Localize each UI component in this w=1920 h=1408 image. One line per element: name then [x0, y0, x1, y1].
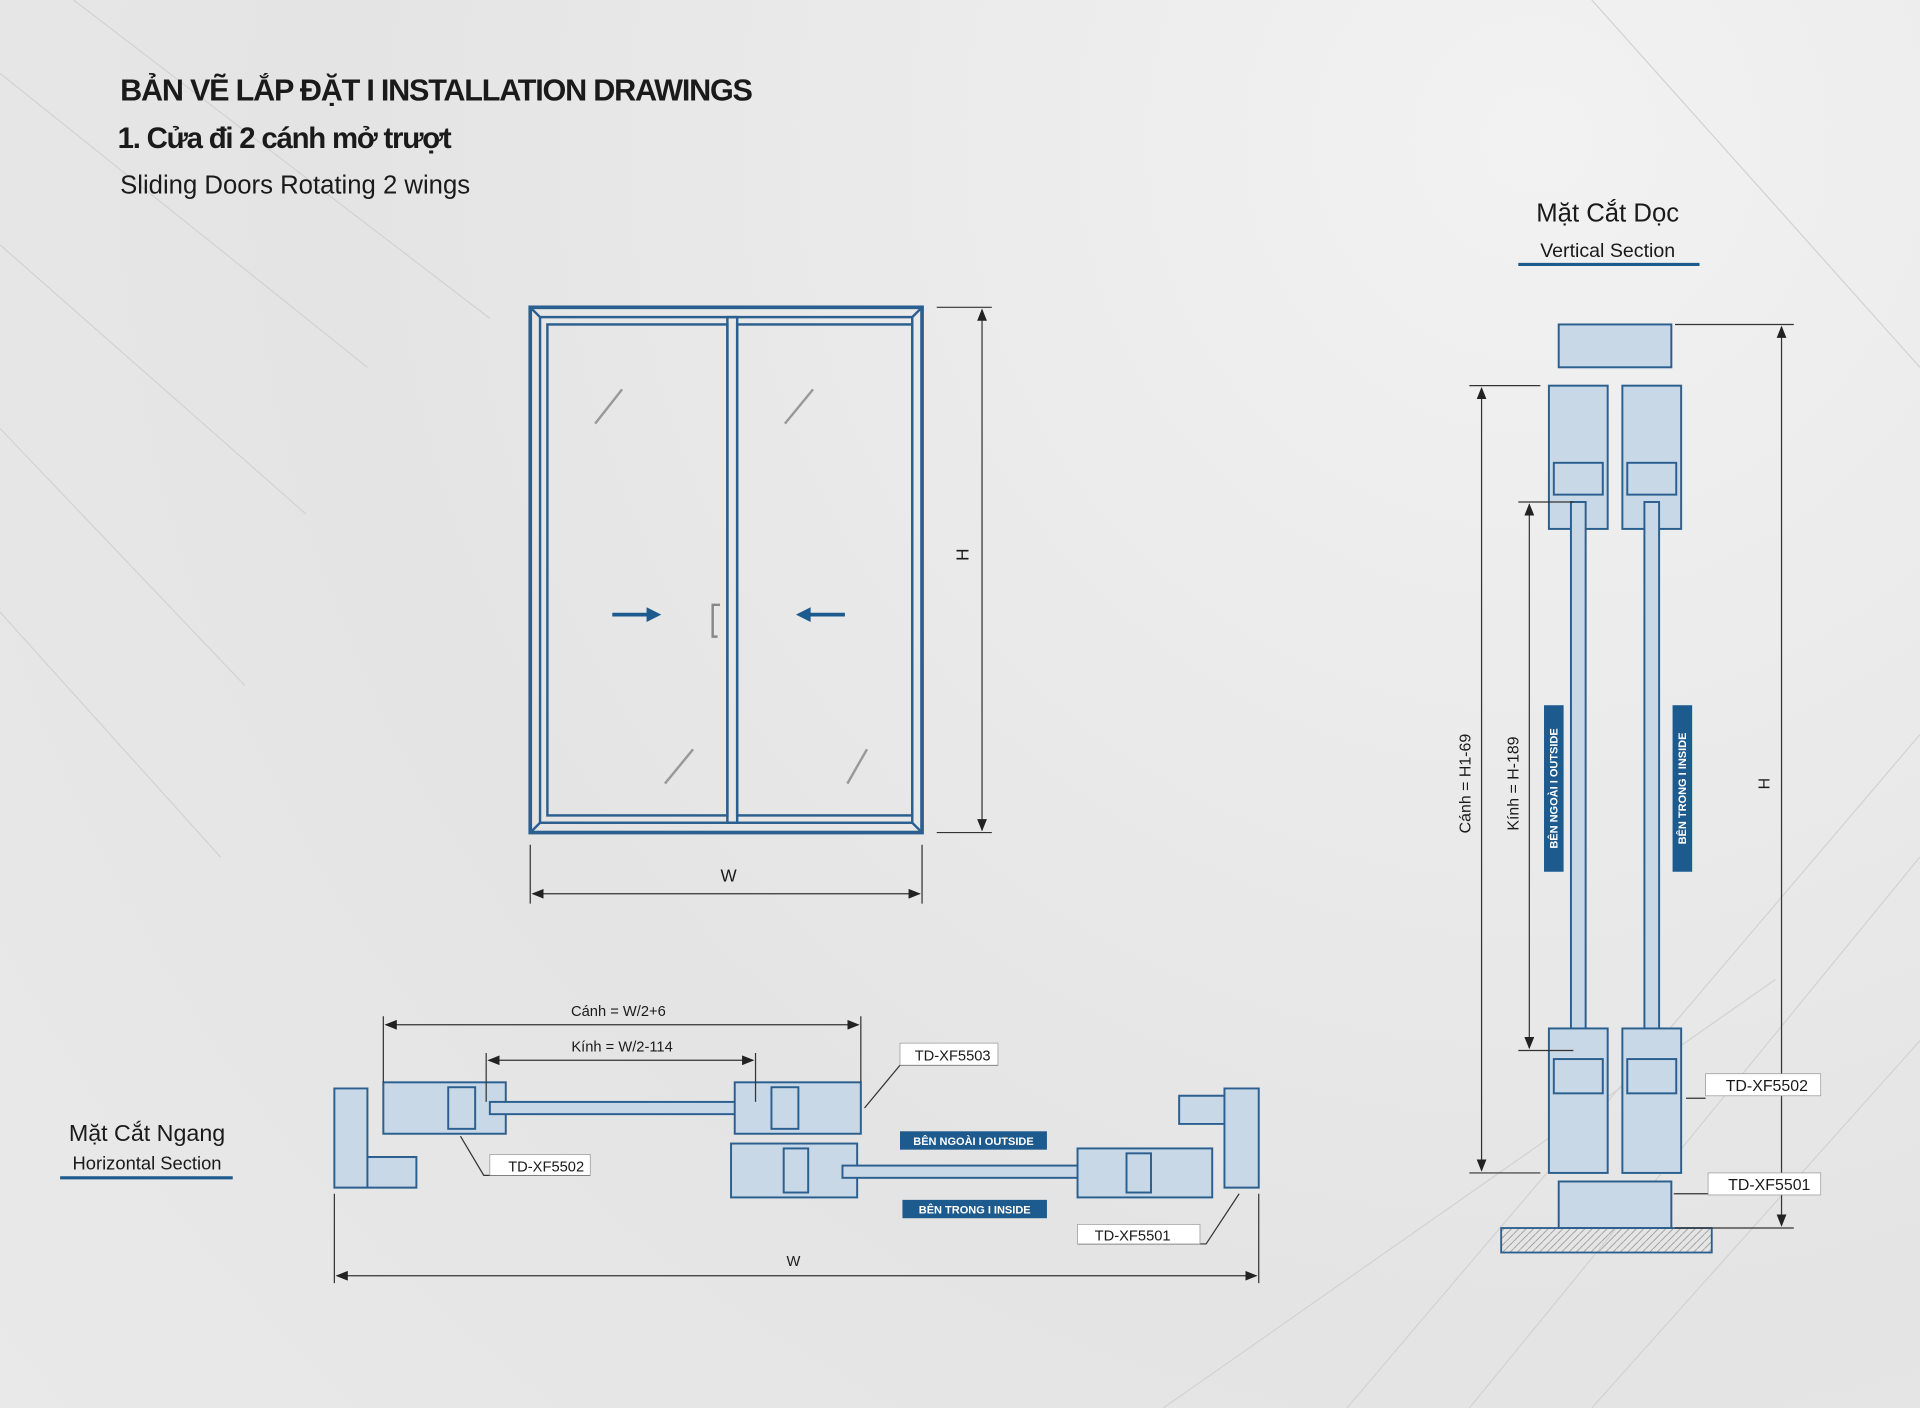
inside-badge: BÊN TRONG I INSIDE	[919, 1203, 1031, 1216]
slide-left-arrow-icon	[795, 607, 845, 622]
inside-badge-vertical: BÊN TRONG I INSIDE	[1676, 733, 1689, 845]
glass-width-dimension: Kính = W/2-114	[571, 1040, 672, 1056]
section-title: 1. Cửa đi 2 cánh mở trượt	[118, 122, 452, 155]
slide-right-arrow-icon	[612, 607, 662, 622]
door-elevation: H W	[528, 305, 992, 904]
part-label-td-xf5501: TD-XF5501	[1095, 1228, 1171, 1244]
sash-height-dimension: Cánh = H1-69	[1458, 734, 1475, 834]
outside-badge: BÊN NGOÀI I OUTSIDE	[913, 1135, 1033, 1148]
section-subtitle: Sliding Doors Rotating 2 wings	[120, 171, 470, 199]
height-dimension: H	[1756, 778, 1773, 789]
total-width-dimension: W	[787, 1254, 801, 1270]
vertical-section: Mặt Cắt Dọc Vertical Section H Cánh = H1…	[1458, 199, 1822, 1254]
part-label-td-xf5501-vertical: TD-XF5501	[1728, 1177, 1810, 1194]
part-label-td-xf5502-vertical: TD-XF5502	[1726, 1078, 1808, 1095]
outside-badge-vertical: BÊN NGOÀI I OUTSIDE	[1547, 728, 1560, 848]
door-handle-icon	[711, 603, 721, 638]
part-label-td-xf5503: TD-XF5503	[915, 1048, 991, 1064]
horizontal-section-subtitle: Horizontal Section	[73, 1152, 222, 1173]
vertical-section-title: Mặt Cắt Dọc	[1536, 199, 1679, 228]
floor-hatch	[1500, 1227, 1713, 1254]
vertical-section-subtitle: Vertical Section	[1540, 240, 1675, 262]
horizontal-section: Mặt Cắt Ngang Horizontal Section Cánh = …	[60, 1004, 1260, 1284]
horizontal-section-title: Mặt Cắt Ngang	[69, 1120, 225, 1146]
width-label: W	[721, 866, 738, 886]
page-title: BẢN VẼ LẮP ĐẶT I INSTALLATION DRAWINGS	[120, 71, 752, 107]
sash-width-dimension: Cánh = W/2+6	[571, 1004, 666, 1020]
part-label-td-xf5502: TD-XF5502	[508, 1160, 584, 1176]
height-label: H	[953, 548, 973, 560]
glass-height-dimension: Kính = H-189	[1505, 736, 1522, 830]
